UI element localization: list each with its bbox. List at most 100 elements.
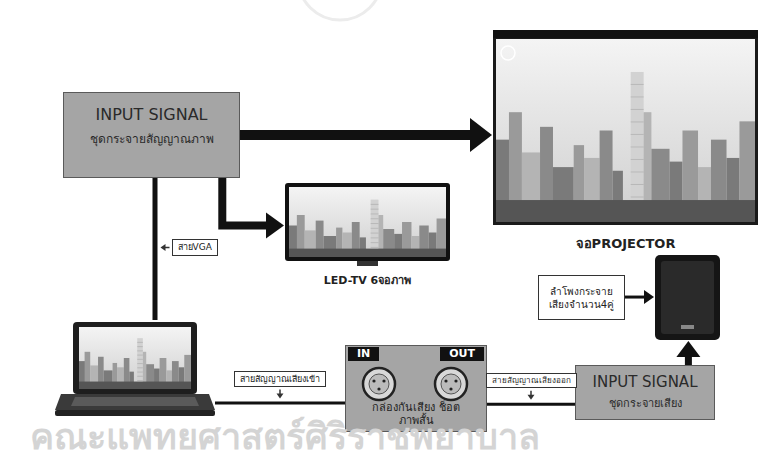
cable-connector <box>222 178 273 225</box>
building <box>371 200 379 257</box>
xlr-pin <box>372 379 375 382</box>
window-stripe <box>371 204 379 205</box>
screen-top-bar <box>493 30 758 38</box>
window-stripe <box>137 363 143 364</box>
cable-connector <box>487 403 575 406</box>
window-stripe <box>137 376 143 377</box>
arrowhead <box>470 118 492 152</box>
speaker-callout-box: ลำโพงกระจายเสียงจำนวน4คู่ <box>538 275 625 320</box>
xlr-pin <box>382 379 385 382</box>
window-stripe <box>631 146 644 147</box>
window-stripe <box>631 84 644 85</box>
cable-label: สายVGA <box>172 239 218 256</box>
xlr-pin <box>454 379 457 382</box>
xlr-pin <box>444 379 447 382</box>
laptop-bezel <box>73 322 197 394</box>
speaker-grille <box>661 261 714 334</box>
laptop-base <box>55 394 215 410</box>
arrowhead <box>644 290 654 304</box>
window-stripe <box>137 367 143 368</box>
port-label: IN <box>348 347 379 361</box>
callout-pointer-head <box>528 395 535 400</box>
window-stripe <box>137 350 143 351</box>
window-stripe <box>371 233 379 234</box>
logo-mark <box>501 46 515 60</box>
node-text: ลำโพงกระจายเสียงจำนวน4คู่ <box>544 285 619 311</box>
node-text: INPUT SIGNAL <box>580 373 710 391</box>
projector-screen-picture <box>493 30 758 225</box>
window-stripe <box>371 237 379 238</box>
arrowhead <box>266 212 284 238</box>
node-text: ชุดกระจายสัญญาณภาพ <box>68 129 235 148</box>
window-stripe <box>137 359 143 360</box>
signal-splitter-box: INPUT SIGNAL ชุดกระจายสัญญาณภาพ <box>63 92 240 178</box>
speaker-picture <box>655 255 720 340</box>
speaker-badge <box>681 325 694 329</box>
window-stripe <box>631 196 644 197</box>
led-tv: LED-TV 6จอภาพ <box>285 183 450 289</box>
window-stripe <box>137 380 143 381</box>
xlr-pin <box>377 387 380 390</box>
tv-stand <box>357 261 378 266</box>
port-label: OUT <box>440 347 484 361</box>
xlr-jack <box>363 368 395 400</box>
trees <box>289 249 446 257</box>
xlr-jack-inner <box>441 374 461 394</box>
city-photo <box>496 39 755 222</box>
node-text: ชุดกระจายเสียง <box>580 394 710 412</box>
xlr-pin <box>449 387 452 390</box>
trees <box>79 382 191 389</box>
speaker <box>655 255 720 340</box>
window-stripe <box>371 228 379 229</box>
projector-screen: จอPROJECTOR <box>493 30 758 258</box>
window-stripe <box>371 247 379 248</box>
node-text: LED-TV 6จอภาพ <box>285 271 450 289</box>
city-photo <box>289 187 446 257</box>
faint-seal <box>298 0 382 20</box>
window-stripe <box>631 121 644 122</box>
tv-frame <box>285 183 450 261</box>
window-stripe <box>631 134 644 135</box>
window-stripe <box>631 109 644 110</box>
window-stripe <box>137 355 143 356</box>
window-stripe <box>371 242 379 243</box>
window-stripe <box>137 342 143 343</box>
window-stripe <box>631 159 644 160</box>
led-tv-picture <box>285 183 450 268</box>
sky <box>289 187 446 257</box>
node-text: จอPROJECTOR <box>493 233 758 254</box>
building <box>137 338 143 389</box>
laptop-edge <box>55 410 215 416</box>
trees <box>496 200 755 222</box>
callout-pointer-head <box>161 244 166 251</box>
xlr-jack <box>435 368 467 400</box>
speaker-cabinet <box>655 255 720 340</box>
window-stripe <box>631 184 644 185</box>
cable-label: สายสัญญาณเสียงเข้า <box>234 371 326 388</box>
cable-connector <box>215 402 345 405</box>
watermark-text: คณะแพทยศาสตร์ศิริราชพยาบาล <box>30 417 540 457</box>
laptop-keyboard <box>71 397 199 406</box>
window-stripe <box>137 346 143 347</box>
cable-connector <box>240 130 479 140</box>
arrowhead <box>676 341 700 357</box>
audio-splitter-box: INPUT SIGNAL ชุดกระจายเสียง <box>575 365 715 420</box>
window-stripe <box>137 372 143 373</box>
cable-label: สายสัญญาณเสียงออก <box>486 373 577 389</box>
laptop <box>55 320 215 420</box>
screen-frame <box>493 36 758 225</box>
node-text: INPUT SIGNAL <box>68 105 235 124</box>
window-stripe <box>371 209 379 210</box>
laptop-picture <box>55 320 215 420</box>
window-stripe <box>371 223 379 224</box>
window-stripe <box>371 213 379 214</box>
callout-pointer-head <box>277 394 284 399</box>
window-stripe <box>631 171 644 172</box>
building <box>631 72 644 222</box>
city-photo <box>79 327 191 389</box>
window-stripe <box>371 218 379 219</box>
sky <box>496 39 755 222</box>
window-stripe <box>631 96 644 97</box>
sky <box>79 327 191 389</box>
xlr-jack-inner <box>369 374 389 394</box>
